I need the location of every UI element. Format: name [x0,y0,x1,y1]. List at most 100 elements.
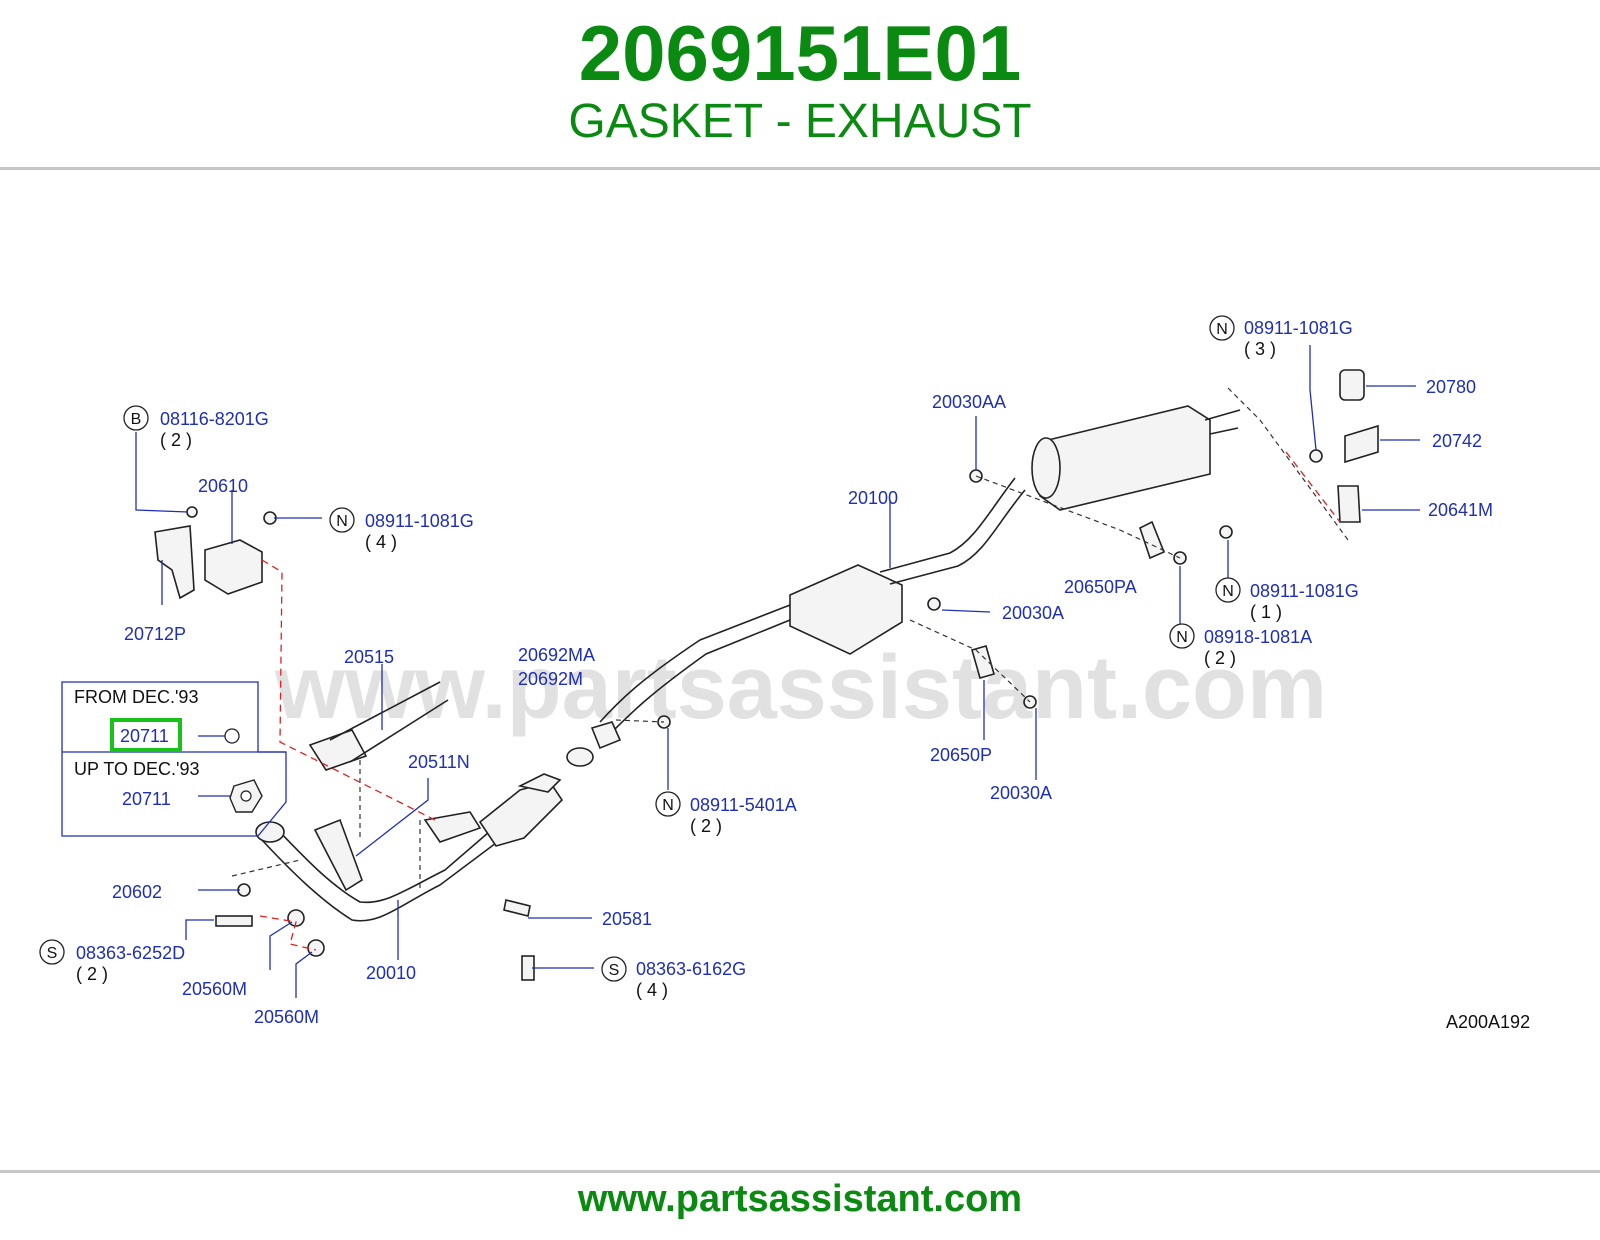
gasket-20692ma-shape [590,721,622,750]
legend-box: FROM DEC.'93 20711 UP TO DEC.'93 20711 [61,681,287,837]
legend-upto-part[interactable]: 20711 [122,789,171,809]
muffler-outlet-pipe [1204,409,1241,435]
front-flange-shape [255,821,285,843]
stud-08363-shape [215,915,253,927]
highlighted-part-box [110,718,182,752]
callout-qty: ( 4 ) [636,980,668,1000]
legend-upto-text: UP TO DEC.'93 [74,759,200,779]
callout-20742[interactable]: 20742 [1432,431,1482,451]
red-dash-line-2 [259,915,317,951]
insulator-20511n-shape [313,818,363,892]
pipe-bracket-shape [423,811,482,843]
tail-pipe-a [879,477,1016,573]
diagram-illustration [154,369,1379,981]
callout-20515[interactable]: 20515 [344,647,394,667]
prefix-circle-s [39,939,65,965]
prefix-letter: N [336,513,348,530]
tail-pipe-b [889,489,1026,585]
callout-20030a-b[interactable]: 20030A [990,783,1052,803]
main-muffler-shape [1039,405,1211,511]
prefix-circle-b [123,405,149,431]
callout-08918-1081a[interactable]: 08918-1081A [1204,627,1312,647]
legend-box-outline [61,681,287,837]
legend-from-part[interactable]: 20711 [120,726,169,746]
callout-20692m[interactable]: 20692M [518,669,583,689]
dash-assembly-3 [231,859,301,877]
leader-lines [135,345,1420,998]
dash-assembly-7 [1227,387,1349,541]
prefix-letter: S [609,962,620,979]
callout-20560m-a[interactable]: 20560M [182,979,247,999]
callout-20581[interactable]: 20581 [602,909,652,929]
callout-qty: ( 2 ) [1204,648,1236,668]
callout-20692ma[interactable]: 20692MA [518,645,595,665]
center-pipe-a [599,604,791,723]
callout-08911-1081g-4[interactable]: 08911-1081G [365,511,474,531]
callout-20650p[interactable]: 20650P [930,745,992,765]
prefix-letter: N [1222,583,1234,600]
callout-20602[interactable]: 20602 [112,882,162,902]
callout-08116-8201g[interactable]: 08116-8201G [160,409,269,429]
diagram-code: A200A192 [1446,1012,1530,1032]
callout-qty: ( 2 ) [690,816,722,836]
red-dash-line-1 [261,559,436,821]
part-description: GASKET - EXHAUST [568,95,1032,148]
prefix-circle-n [655,791,681,817]
front-pipe-outline-a [261,839,501,922]
dash-assembly-5 [975,475,1181,559]
watermark-text: www.partsassistant.com [274,638,1327,738]
gasket-ring-icon [224,728,240,744]
mount-20641m-shape [1337,485,1361,523]
front-pipe-outline-b [275,825,497,904]
bolt-08116-shape [186,506,198,518]
callout-20712p[interactable]: 20712P [124,624,186,644]
callout-08911-5401a[interactable]: 08911-5401A [690,795,797,815]
prefix-circle-n [1215,577,1241,603]
callout-qty: ( 3 ) [1244,339,1276,359]
hanger-20780-shape [1339,369,1365,401]
mount-20650pa-shape [1139,520,1166,560]
callout-20030aa[interactable]: 20030AA [932,392,1006,412]
callout-20560m-b[interactable]: 20560M [254,1007,319,1027]
prefix-letter: S [47,945,58,962]
callout-08911-1081g-3[interactable]: 08911-1081G [1244,318,1353,338]
nut-08911-3-shape [1309,449,1323,463]
pre-muffler-shape [789,564,903,655]
dash-assembly-4 [615,719,665,723]
callout-08911-1081g-1[interactable]: 08911-1081G [1250,581,1359,601]
callout-qty: ( 2 ) [160,430,192,450]
bracket-20712p-shape [154,525,195,600]
mount-20650p-shape [971,645,995,679]
catalyst-shape [478,781,564,847]
mount-20610-shape [204,539,263,595]
prefix-circle-n [1209,315,1235,341]
nut-08911-1-shape [1219,525,1233,539]
legend-from-text: FROM DEC.'93 [74,687,198,707]
insulator-20515-body [329,681,449,763]
footer-divider [0,1170,1600,1173]
callout-20610[interactable]: 20610 [198,476,248,496]
callout-08363-6162g[interactable]: 08363-6162G [636,959,746,979]
callout-20010[interactable]: 20010 [366,963,416,983]
gasket-20692m-shape [566,747,594,767]
prefix-circle-s [601,956,627,982]
callout-20650pa[interactable]: 20650PA [1064,577,1137,597]
prefix-circle-n [329,507,355,533]
callout-08363-6252d[interactable]: 08363-6252D [76,943,185,963]
callout-20641m[interactable]: 20641M [1428,500,1493,520]
callout-20100[interactable]: 20100 [848,488,898,508]
callout-20780[interactable]: 20780 [1426,377,1476,397]
muffler-end-cap [1031,437,1061,499]
callout-20511n[interactable]: 20511N [408,752,470,772]
footer-website-link[interactable]: www.partsassistant.com [577,1178,1023,1220]
bracket-20742-shape [1344,424,1379,464]
callout-20030a-a[interactable]: 20030A [1002,603,1064,623]
red-dash-line-3 [1285,451,1341,523]
prefix-letter: N [1216,321,1228,338]
prefix-letter: N [1176,629,1188,646]
bolt-20030a-shape [927,597,941,611]
header-divider [0,167,1600,170]
gasket-flange-hole [240,790,252,802]
page-header: 2069151E01 GASKET - EXHAUST [0,0,1600,168]
